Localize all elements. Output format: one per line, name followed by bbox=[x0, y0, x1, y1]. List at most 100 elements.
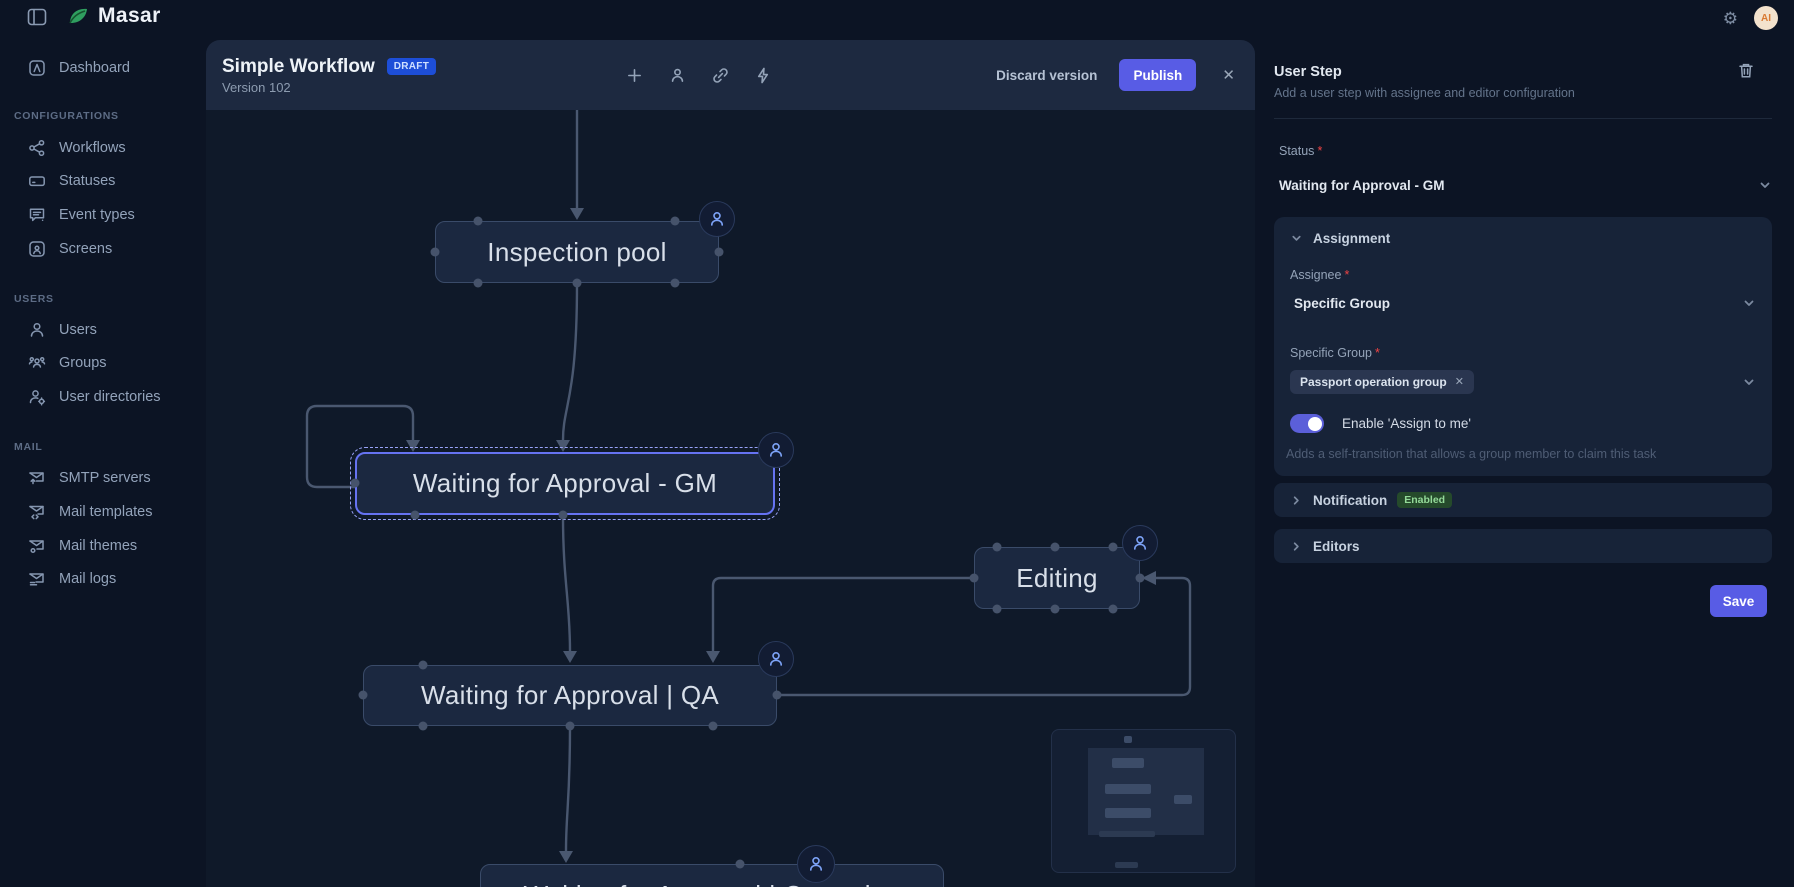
sidebar-item-mail-themes[interactable]: Mail themes bbox=[0, 529, 206, 563]
node-label: Waiting for Approval | Operation bbox=[524, 880, 901, 887]
sidebar-toggle-icon bbox=[27, 8, 47, 26]
sidebar-item-screens[interactable]: Screens bbox=[0, 232, 206, 266]
user-badge-icon bbox=[770, 652, 782, 666]
assignee-badge bbox=[699, 201, 735, 237]
sidebar-item-workflows[interactable]: Workflows bbox=[0, 131, 206, 165]
sidebar-item-label: Mail templates bbox=[59, 504, 153, 520]
group-chip[interactable]: Passport operation group ✕ bbox=[1290, 370, 1474, 394]
auto-layout-button[interactable] bbox=[755, 67, 771, 84]
settings-button[interactable]: ⚙ bbox=[1723, 10, 1738, 27]
groups-icon bbox=[28, 356, 46, 368]
sidebar-item-label: Users bbox=[59, 322, 97, 338]
users-icon bbox=[30, 322, 44, 337]
assignment-section: Assignment Assignee* Specific Group Spec… bbox=[1274, 217, 1772, 476]
save-button[interactable]: Save bbox=[1710, 585, 1767, 617]
sidebar-item-mail-templates[interactable]: Mail templates bbox=[0, 495, 206, 529]
chevron-down-icon bbox=[1744, 379, 1754, 385]
node-label: Editing bbox=[1016, 562, 1098, 593]
notification-section[interactable]: Notification Enabled bbox=[1274, 483, 1772, 517]
sidebar-item-label: Statuses bbox=[59, 173, 116, 189]
sidebar-item-smtp-servers[interactable]: SMTP servers bbox=[0, 461, 206, 495]
specific-group-select[interactable]: Passport operation group ✕ bbox=[1290, 369, 1756, 395]
delete-step-button[interactable] bbox=[1738, 62, 1754, 82]
statuses-icon bbox=[29, 176, 45, 187]
assign-to-me-toggle[interactable] bbox=[1290, 414, 1324, 433]
user-badge-icon bbox=[810, 857, 822, 871]
close-editor-button[interactable]: ✕ bbox=[1222, 66, 1235, 84]
toggle-knob bbox=[1307, 416, 1322, 431]
draft-badge: DRAFT bbox=[386, 58, 437, 75]
assign-to-me-label: Enable 'Assign to me' bbox=[1342, 416, 1471, 431]
notification-title: Notification bbox=[1313, 492, 1388, 508]
step-config-panel: User Step Add a user step with assignee … bbox=[1255, 36, 1794, 887]
app-name: Masar bbox=[98, 4, 161, 27]
user-badge-icon bbox=[711, 212, 723, 226]
workflow-canvas[interactable]: Inspection pool Waiting for Approval - G… bbox=[206, 110, 1255, 887]
user-badge-icon bbox=[1134, 536, 1146, 550]
workflow-node-waiting-approval-gm[interactable]: Waiting for Approval - GM bbox=[350, 447, 780, 520]
chevron-right-icon bbox=[1293, 541, 1299, 551]
sidebar-item-event-types[interactable]: Event types bbox=[0, 198, 206, 232]
workflow-node-inspection-pool[interactable]: Inspection pool bbox=[435, 221, 719, 283]
sidebar-section-configurations: CONFIGURATIONS bbox=[14, 110, 119, 122]
sidebar: Dashboard CONFIGURATIONS Workflows Statu… bbox=[0, 36, 206, 887]
assignment-title: Assignment bbox=[1313, 231, 1391, 246]
discard-version-button[interactable]: Discard version bbox=[996, 67, 1098, 83]
workflow-title: Simple Workflow bbox=[222, 55, 375, 77]
gear-icon: ⚙ bbox=[1722, 8, 1738, 28]
workflow-node-editing[interactable]: Editing bbox=[974, 547, 1140, 609]
sidebar-item-groups[interactable]: Groups bbox=[0, 346, 206, 380]
status-value: Waiting for Approval - GM bbox=[1279, 177, 1445, 193]
sidebar-item-label: Screens bbox=[59, 241, 113, 257]
assignment-section-header[interactable]: Assignment bbox=[1274, 217, 1772, 246]
assignee-select[interactable]: Specific Group bbox=[1294, 291, 1756, 315]
user-directories-icon bbox=[29, 390, 46, 406]
sidebar-item-label: Mail themes bbox=[59, 538, 138, 554]
assign-to-me-help: Adds a self-transition that allows a gro… bbox=[1286, 447, 1657, 461]
smtp-servers-icon bbox=[29, 472, 44, 485]
add-step-button[interactable] bbox=[626, 67, 643, 84]
status-select[interactable]: Waiting for Approval - GM bbox=[1279, 172, 1772, 198]
remove-chip-button[interactable]: ✕ bbox=[1455, 376, 1464, 388]
sidebar-item-user-directories[interactable]: User directories bbox=[0, 380, 206, 414]
link-icon bbox=[713, 67, 728, 83]
assignee-badge bbox=[797, 845, 835, 883]
leaf-logo-icon bbox=[69, 8, 87, 24]
publish-button[interactable]: Publish bbox=[1119, 59, 1197, 91]
mail-templates-icon bbox=[29, 505, 44, 520]
assignee-badge bbox=[758, 641, 794, 677]
node-label: Waiting for Approval | QA bbox=[421, 680, 719, 710]
group-chip-label: Passport operation group bbox=[1300, 375, 1447, 389]
minimap[interactable] bbox=[1051, 729, 1236, 873]
sidebar-item-label: Event types bbox=[59, 207, 135, 223]
sidebar-item-statuses[interactable]: Statuses bbox=[0, 164, 206, 198]
trash-icon bbox=[1739, 63, 1753, 78]
sidebar-item-label: User directories bbox=[59, 389, 161, 405]
specific-group-label: Specific Group* bbox=[1290, 346, 1380, 360]
workflow-node-waiting-approval-qa[interactable]: Waiting for Approval | QA bbox=[363, 665, 777, 726]
sidebar-toggle-button[interactable] bbox=[26, 8, 48, 28]
workflow-version: Version 102 bbox=[222, 79, 291, 95]
assignee-badge bbox=[1122, 525, 1158, 561]
assignee-value: Specific Group bbox=[1294, 295, 1391, 311]
user-badge-icon bbox=[770, 443, 782, 457]
sidebar-item-mail-logs[interactable]: Mail logs bbox=[0, 562, 206, 596]
canvas-toolbar bbox=[626, 40, 771, 110]
assignee-label: Assignee* bbox=[1290, 268, 1350, 282]
editors-section[interactable]: Editors bbox=[1274, 529, 1772, 563]
app-logo: Masar bbox=[66, 4, 161, 28]
canvas-actions: Discard version Publish ✕ bbox=[996, 59, 1255, 91]
topbar: Masar ⚙ AI bbox=[0, 0, 1794, 36]
add-user-step-button[interactable] bbox=[669, 67, 686, 84]
sidebar-item-label: Dashboard bbox=[59, 60, 130, 76]
sidebar-item-dashboard[interactable]: Dashboard bbox=[0, 51, 206, 85]
screens-icon bbox=[29, 241, 45, 257]
node-label: Waiting for Approval - GM bbox=[412, 468, 718, 498]
sidebar-section-users: USERS bbox=[14, 293, 54, 305]
chevron-down-icon bbox=[1292, 235, 1301, 241]
workflow-node-waiting-approval-operation[interactable]: Waiting for Approval | Operation bbox=[480, 864, 944, 887]
sidebar-item-users[interactable]: Users bbox=[0, 313, 206, 347]
avatar[interactable]: AI bbox=[1754, 6, 1778, 30]
add-connection-button[interactable] bbox=[712, 67, 729, 84]
